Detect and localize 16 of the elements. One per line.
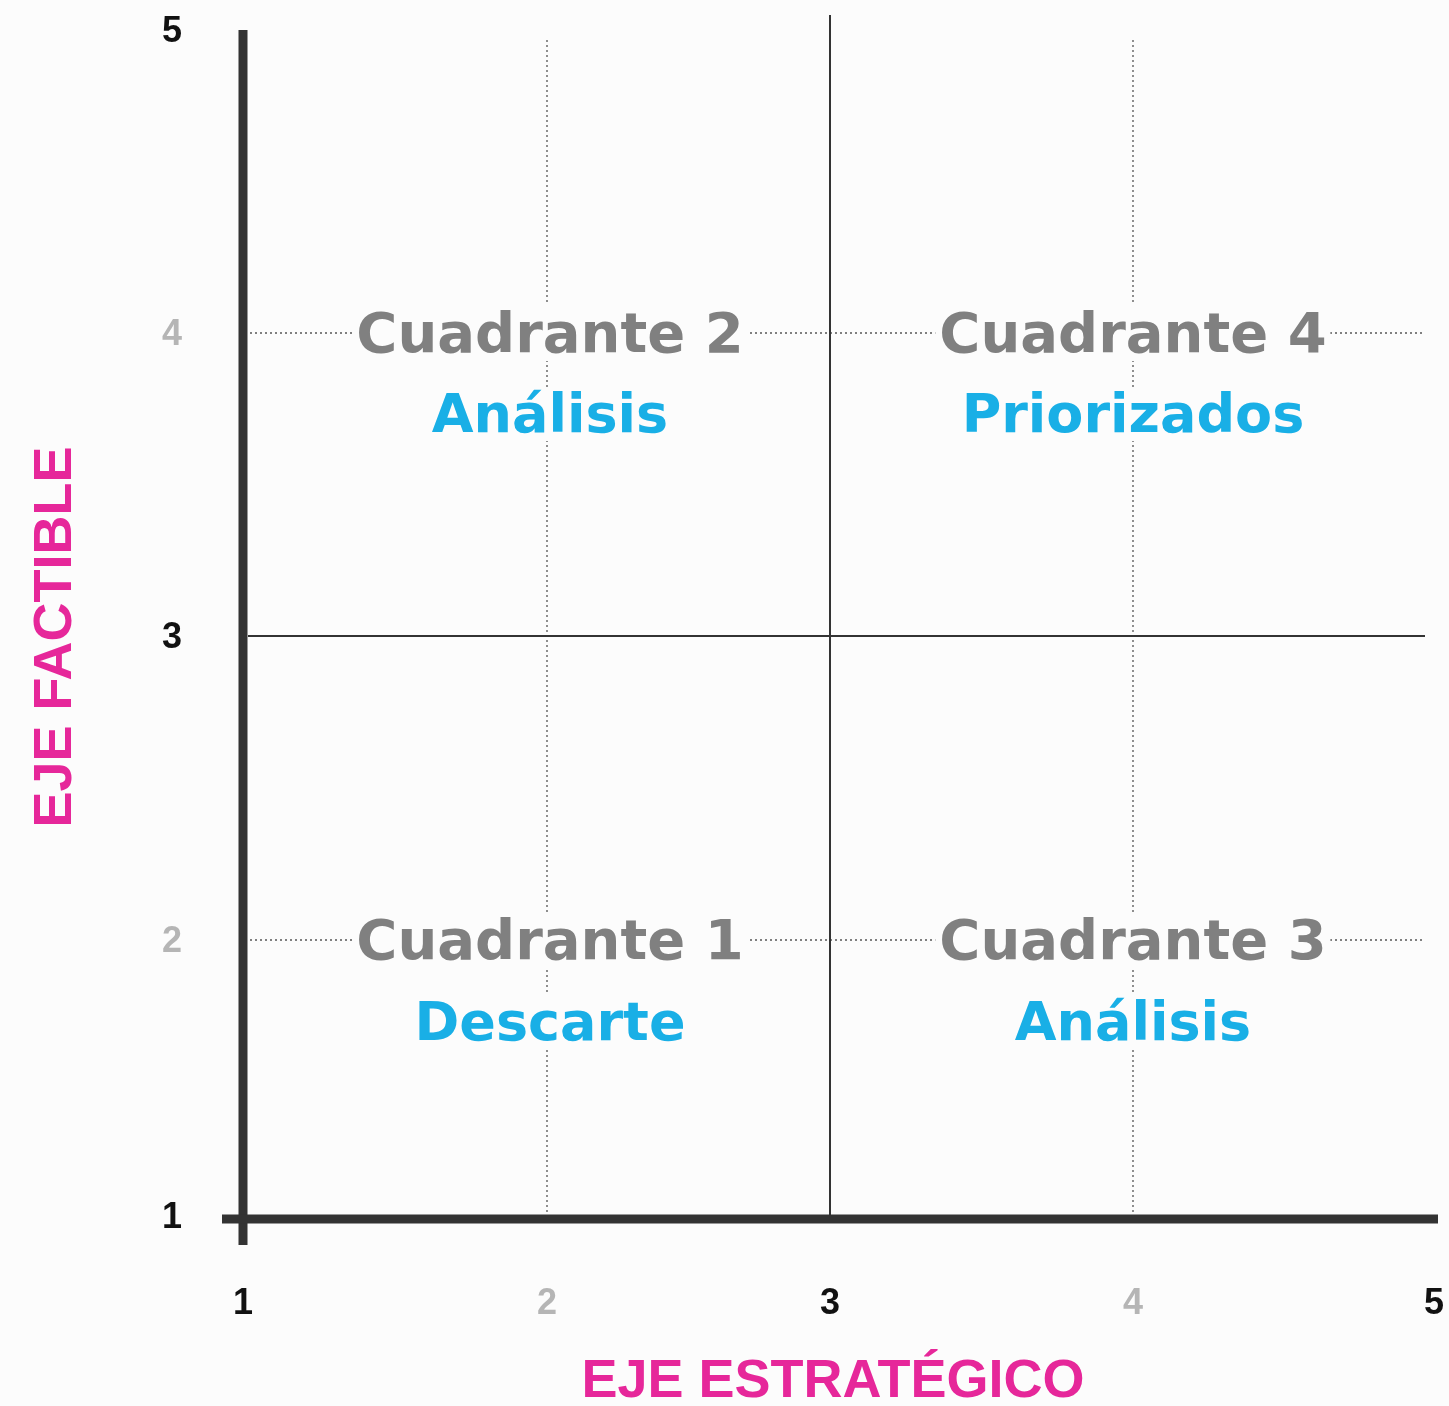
tick-label: 5 bbox=[162, 12, 182, 48]
quadrant-title: Cuadrante 4 bbox=[935, 305, 1331, 361]
tick-label: 2 bbox=[537, 1284, 557, 1320]
tick-label: 2 bbox=[162, 922, 182, 958]
tick-label: 1 bbox=[233, 1284, 253, 1320]
quadrant-title: Cuadrante 2 bbox=[352, 305, 748, 361]
tick-label: 4 bbox=[162, 315, 182, 351]
quadrant-title: Cuadrante 1 bbox=[352, 912, 748, 968]
axis-title: EJE FACTIBLE bbox=[25, 446, 79, 828]
axis-title: EJE ESTRATÉGICO bbox=[581, 1351, 1085, 1405]
tick-label: 3 bbox=[162, 618, 182, 654]
tick-label: 3 bbox=[820, 1284, 840, 1320]
tick-label: 5 bbox=[1424, 1284, 1444, 1320]
tick-label: 4 bbox=[1123, 1284, 1143, 1320]
tick-label: 1 bbox=[162, 1198, 182, 1234]
quadrant-title: Cuadrante 3 bbox=[935, 912, 1331, 968]
